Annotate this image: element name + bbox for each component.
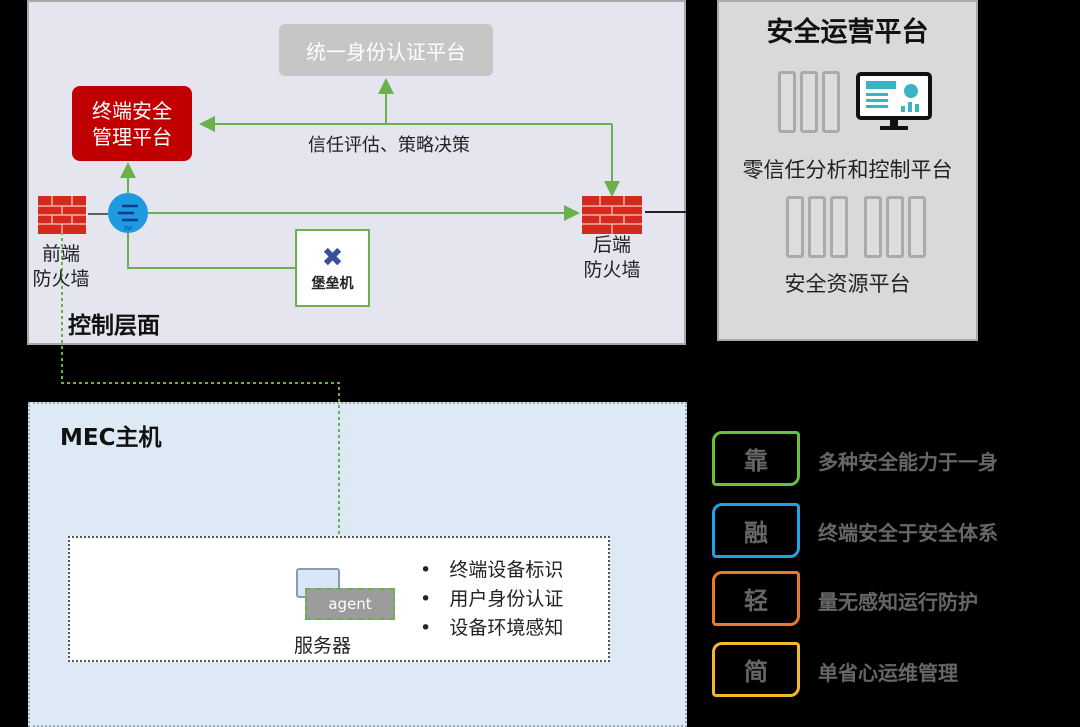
endpoint-mgmt-box: 终端安全 管理平台 (72, 86, 192, 161)
feature-item: • 用户身份认证 (420, 588, 564, 610)
bastion-label: 堡垒机 (311, 276, 354, 292)
feature-list: • 终端设备标识 • 用户身份认证 • 设备环境感知 (420, 556, 563, 643)
server-rack-icon-2 (786, 196, 926, 258)
resource-platform-label: 安全资源平台 (784, 272, 911, 296)
zero-trust-platform-label: 零信任分析和控制平台 (742, 158, 953, 182)
front-firewall-icon (38, 196, 86, 234)
legend-text-rong: 终端安全于安全体系 (818, 521, 998, 545)
legend-key-rong: 融 (712, 503, 800, 558)
endpoint-mgmt-line1: 终端安全 (92, 98, 172, 123)
agent-badge: agent (305, 588, 395, 620)
dotted-link-mec (61, 232, 340, 536)
identity-platform-box: 统一身份认证平台 (279, 24, 493, 76)
server-label: 服务器 (294, 635, 352, 657)
server-rack-icon (778, 71, 840, 133)
switch-icon: SW (108, 193, 148, 233)
legend-text-kao: 多种安全能力于一身 (818, 450, 998, 474)
back-firewall-label: 后端防火墙 (583, 234, 641, 281)
trust-label: 信任评估、策略决策 (308, 135, 470, 156)
front-firewall-label: 前端防火墙 (32, 243, 90, 290)
endpoint-mgmt-line2: 管理平台 (92, 124, 172, 149)
svg-text:SW: SW (124, 226, 132, 232)
ops-title: 安全运营平台 (766, 17, 929, 48)
legend-key-kao: 靠 (712, 431, 800, 486)
legend-text-jian: 单省心运维管理 (818, 661, 958, 685)
legend-key-qing: 轻 (712, 571, 800, 626)
feature-item: • 设备环境感知 (420, 617, 564, 639)
legend-text-qing: 量无感知运行防护 (818, 590, 978, 614)
legend-key-jian: 简 (712, 642, 800, 697)
mec-title: MEC主机 (60, 425, 162, 451)
back-firewall-icon (582, 196, 642, 234)
line-switch-to-bastion (127, 233, 295, 269)
monitor-dashboard-icon (856, 72, 932, 130)
control-plane-title: 控制层面 (68, 313, 160, 339)
tools-icon: ✖ (321, 243, 344, 273)
feature-item: • 终端设备标识 (420, 559, 564, 581)
security-ops-panel (717, 0, 978, 341)
bastion-host-box: ✖ 堡垒机 (295, 229, 370, 307)
